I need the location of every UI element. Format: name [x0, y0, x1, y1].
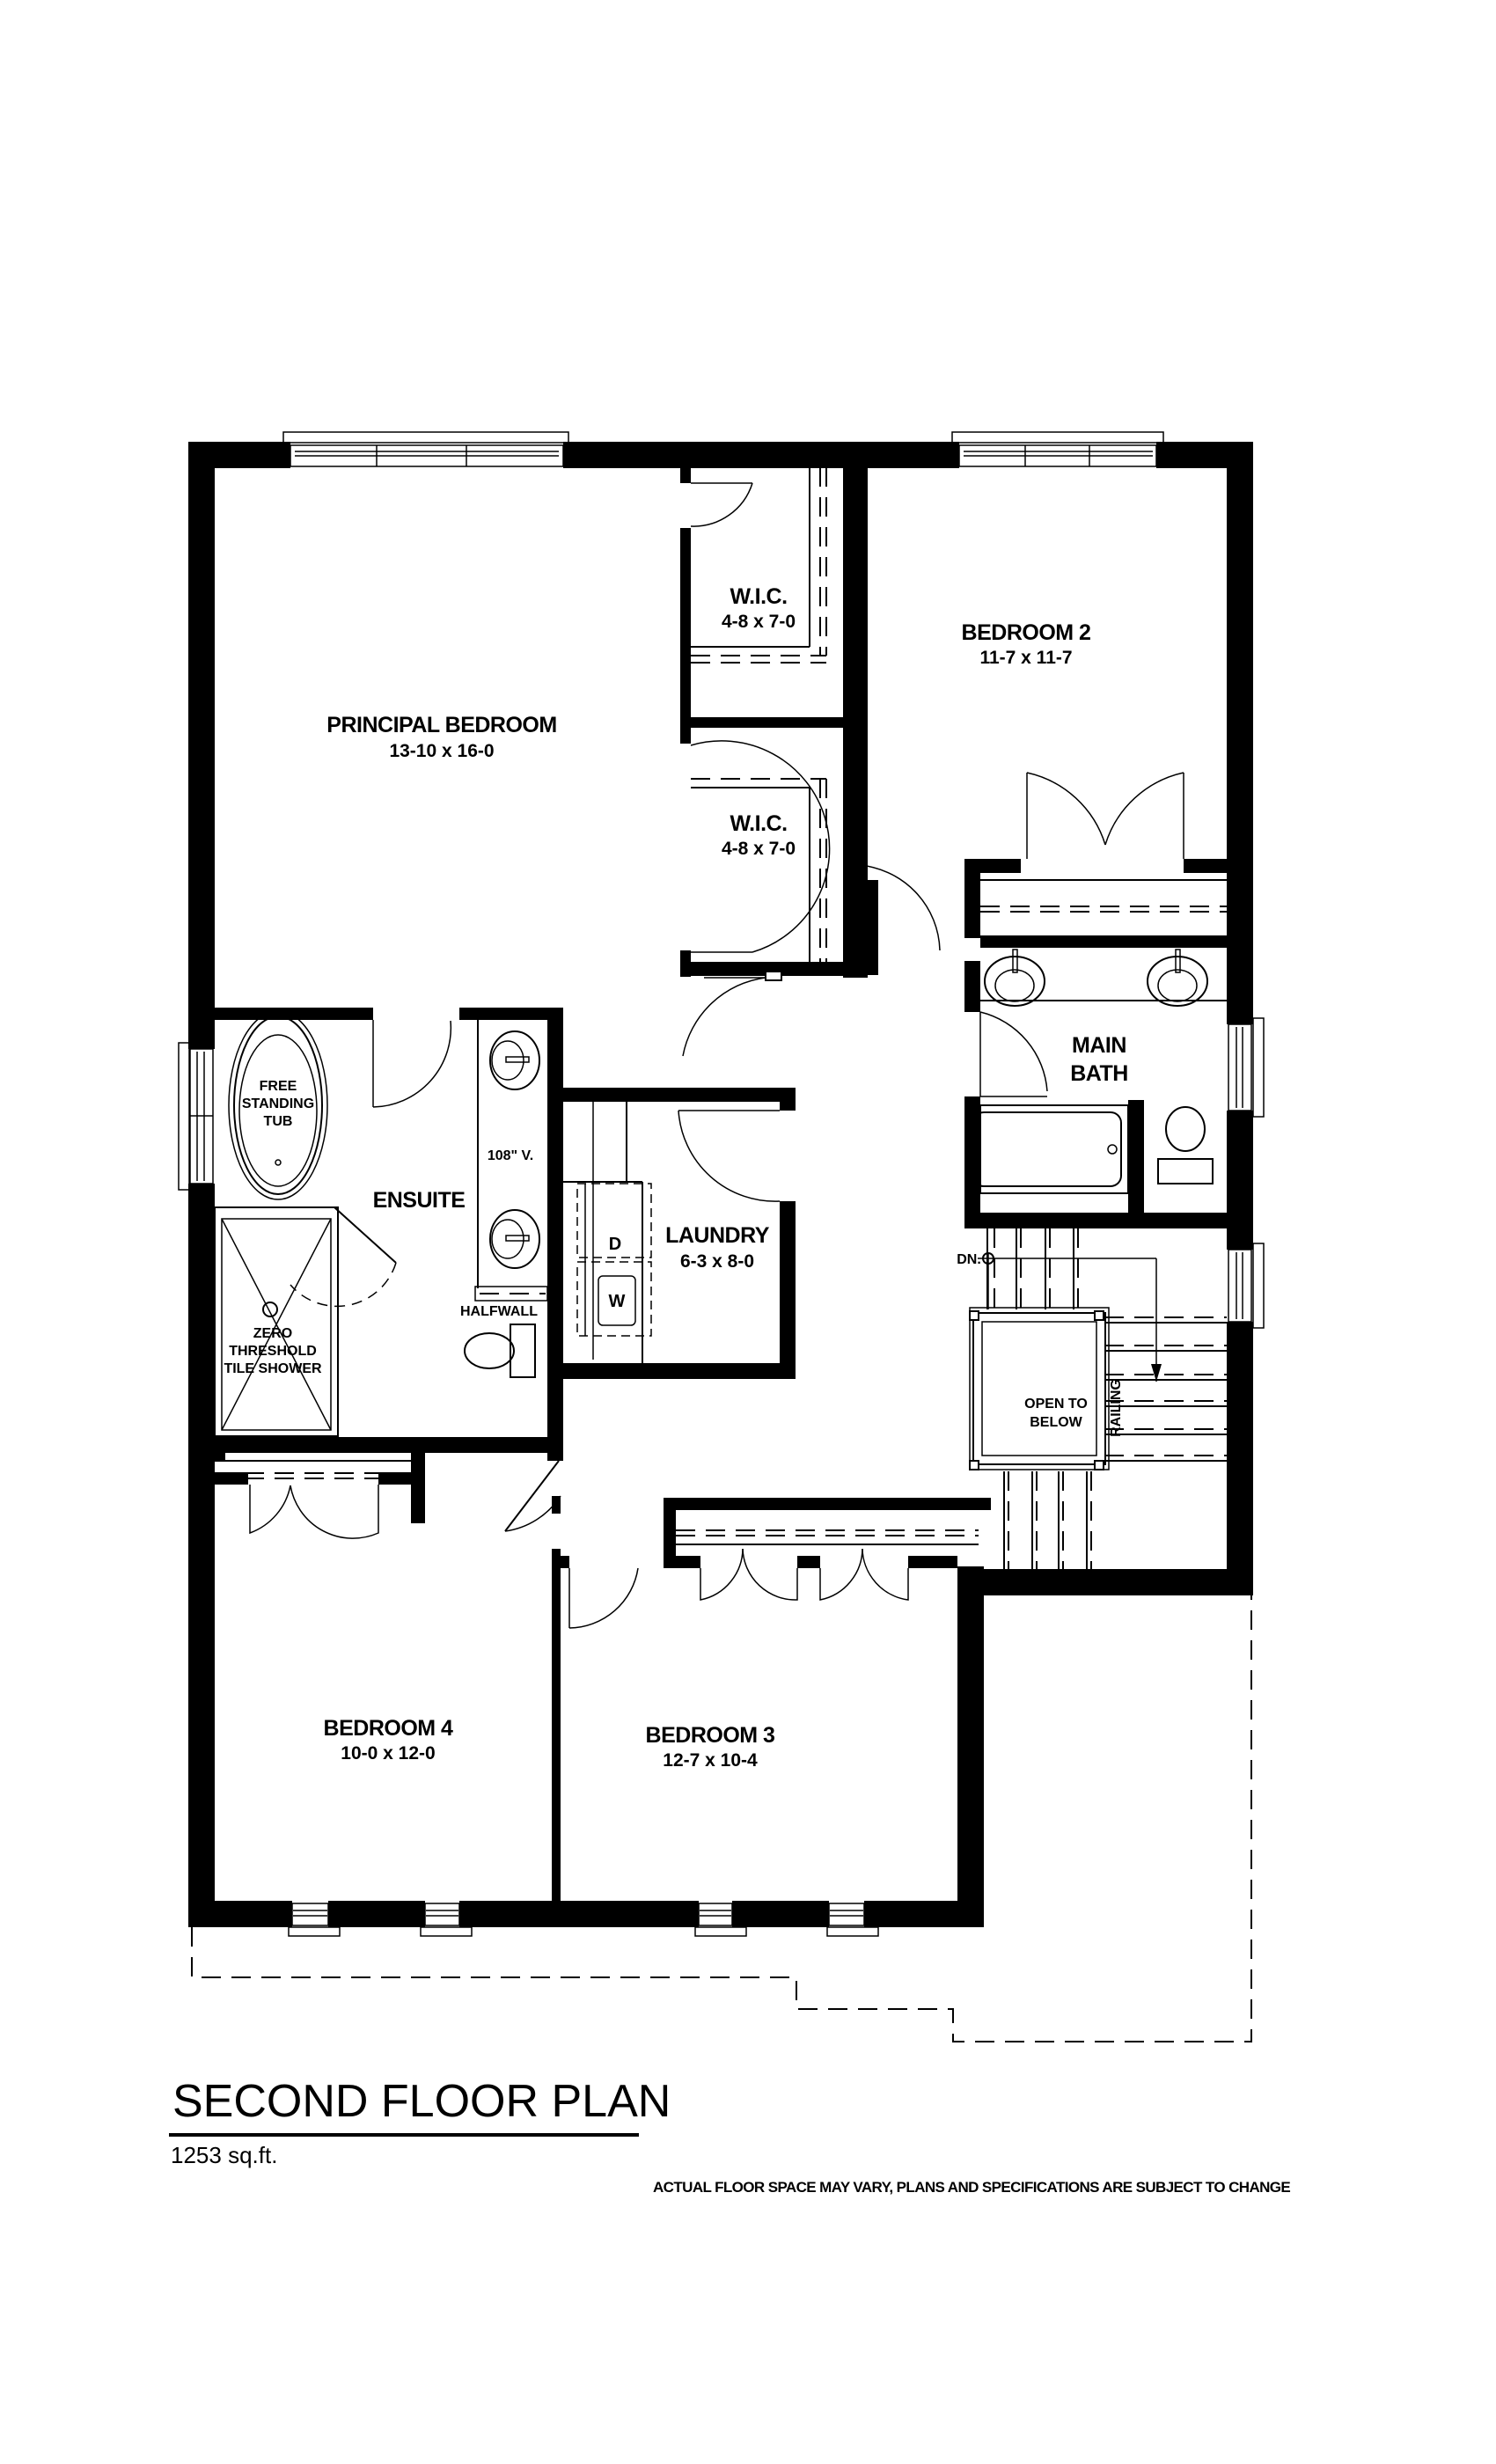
room-dims-bedroom-4: 10-0 x 12-0 — [341, 1743, 435, 1764]
laundry-fixtures — [563, 1102, 652, 1363]
exterior-walls — [188, 442, 1253, 1927]
toilet-icon — [464, 1324, 536, 1378]
room-name-wic-2: W.I.C. — [730, 811, 787, 836]
room-name-main-bath-line1: MAIN — [1072, 1033, 1126, 1058]
room-dims-principal-bedroom: 13-10 x 16-0 — [389, 741, 494, 761]
open-to-below-line2: BELOW — [1030, 1415, 1082, 1430]
plan-title: SECOND FLOOR PLAN — [172, 2076, 671, 2127]
stair-direction-arrow-icon — [978, 1252, 1162, 1382]
room-name-bedroom-3: BEDROOM 3 — [646, 1723, 775, 1748]
title-underline — [169, 2133, 639, 2137]
room-dims-bedroom-3: 12-7 x 10-4 — [663, 1750, 758, 1771]
halfwall-label: HALFWALL — [460, 1304, 538, 1319]
disclaimer-text: ACTUAL FLOOR SPACE MAY VARY, PLANS AND S… — [653, 2179, 1291, 2196]
room-name-principal-bedroom: PRINCIPAL BEDROOM — [326, 713, 556, 737]
plan-area: 1253 sq.ft. — [171, 2142, 278, 2168]
main-bath-fixtures — [972, 949, 1227, 1194]
stairs — [978, 1228, 1227, 1569]
double-vanity-icon — [474, 1020, 548, 1302]
open-to-below-line1: OPEN TO — [1024, 1397, 1088, 1412]
dryer-label: D — [609, 1235, 621, 1254]
shower-label-line3: TILE SHOWER — [224, 1361, 322, 1376]
room-name-bedroom-2: BEDROOM 2 — [962, 620, 1091, 645]
room-dims-laundry: 6-3 x 8-0 — [680, 1251, 754, 1272]
shower-label-line1: ZERO — [253, 1326, 292, 1341]
shower-icon — [214, 1206, 397, 1437]
room-name-bedroom-4: BEDROOM 4 — [324, 1716, 454, 1741]
room-dims-wic-2: 4-8 x 7-0 — [722, 839, 796, 859]
shower-label-line2: THRESHOLD — [229, 1344, 317, 1359]
room-name-ensuite: ENSUITE — [373, 1188, 466, 1213]
room-name-main-bath-line2: BATH — [1070, 1061, 1128, 1086]
windows — [178, 431, 1265, 1937]
fixture-labels: FREE STANDING TUB ZERO THRESHOLD TILE SH… — [224, 1079, 1124, 1437]
tub-label-line1: FREE — [260, 1079, 297, 1094]
closet-shelving — [215, 467, 1227, 1545]
open-to-below-opening — [969, 1307, 1110, 1470]
doors — [249, 482, 1184, 1629]
ensuite-fixtures — [214, 1010, 548, 1437]
tub-label-line3: TUB — [264, 1114, 293, 1129]
interior-walls — [215, 467, 1228, 1901]
room-dims-bedroom-2: 11-7 x 11-7 — [979, 648, 1072, 668]
tub-label-line2: STANDING — [242, 1096, 314, 1111]
vanity-label: 108" V. — [488, 1148, 533, 1163]
washer-label: W — [609, 1292, 626, 1311]
room-name-laundry: LAUNDRY — [665, 1223, 770, 1248]
railing-label: RAILING — [1109, 1379, 1124, 1437]
lower-floor-footprint — [191, 1595, 1252, 2042]
room-name-wic-1: W.I.C. — [730, 584, 787, 609]
freestanding-tub-icon — [228, 1010, 328, 1200]
room-dims-wic-1: 4-8 x 7-0 — [722, 612, 796, 632]
stair-down-label: DN. — [957, 1252, 981, 1267]
room-labels: PRINCIPAL BEDROOM 13-10 x 16-0 W.I.C. 4-… — [324, 584, 1129, 1771]
